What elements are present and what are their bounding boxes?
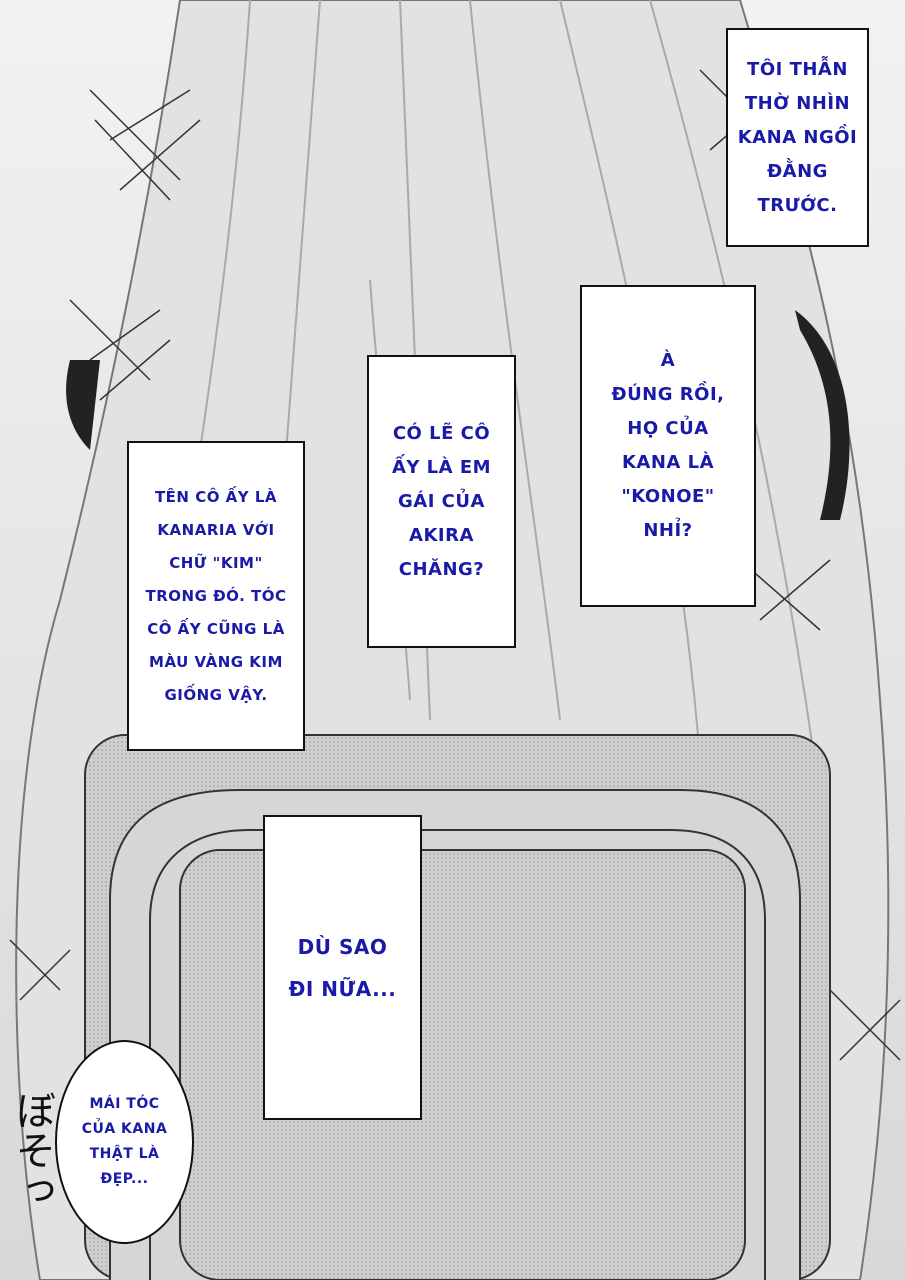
caption-box-5: DÙ SAO ĐI NỮA... bbox=[263, 815, 422, 1120]
caption-line: "KONOE" bbox=[621, 486, 715, 507]
caption-line: CÓ LẼ CÔ bbox=[392, 422, 491, 444]
caption-text: TÔI THẪN THỜ NHÌN KANA NGỒI ĐẰNG TRƯỚC. bbox=[738, 53, 857, 223]
caption-line: GÁI CỦA bbox=[398, 490, 485, 512]
caption-line: CHĂNG? bbox=[398, 558, 485, 580]
chair bbox=[84, 734, 831, 1280]
caption-line: ĐẰNG bbox=[767, 160, 828, 182]
caption-line: KANA LÀ bbox=[621, 452, 715, 473]
caption-text: CÓ LẼ CÔ ẤY LÀ EM GÁI CỦA AKIRA CHĂNG? bbox=[392, 417, 491, 587]
caption-line: À bbox=[660, 350, 676, 371]
bubble-line: THẬT LÀ bbox=[89, 1146, 160, 1162]
bubble-line: MÁI TÓC bbox=[89, 1096, 160, 1112]
caption-line: MÀU VÀNG KIM bbox=[149, 652, 283, 671]
caption-line: KANA NGỒI bbox=[737, 126, 858, 148]
caption-line: TRONG ĐÓ. TÓC bbox=[145, 586, 287, 605]
caption-text: DÙ SAO ĐI NỮA... bbox=[289, 926, 397, 1010]
caption-line: TÔI THẪN bbox=[747, 58, 848, 80]
caption-line: DÙ SAO bbox=[297, 934, 388, 959]
caption-line: KANARIA VỚI bbox=[157, 520, 275, 539]
speech-bubble: MÁI TÓC CỦA KANA THẬT LÀ ĐẸP... bbox=[55, 1040, 194, 1244]
caption-line: HỌ CỦA bbox=[627, 418, 709, 439]
caption-box-2: À ĐÚNG RỒI, HỌ CỦA KANA LÀ "KONOE" NHỈ? bbox=[580, 285, 756, 607]
bubble-line: ĐẸP... bbox=[100, 1171, 149, 1187]
caption-line: TÊN CÔ ẤY LÀ bbox=[154, 487, 278, 506]
caption-line: NHỈ? bbox=[643, 520, 693, 541]
caption-line: CÔ ẤY CŨNG LÀ bbox=[147, 619, 285, 638]
caption-line: GIỐNG VẬY. bbox=[164, 685, 268, 704]
sound-effect: ぼそっ bbox=[9, 1090, 55, 1210]
caption-line: THỜ NHÌN bbox=[744, 92, 851, 114]
caption-text: TÊN CÔ ẤY LÀ KANARIA VỚI CHỮ "KIM" TRONG… bbox=[145, 481, 286, 712]
bubble-line: CỦA KANA bbox=[81, 1121, 168, 1137]
caption-line: CHỮ "KIM" bbox=[169, 553, 263, 572]
caption-box-1: TÔI THẪN THỜ NHÌN KANA NGỒI ĐẰNG TRƯỚC. bbox=[726, 28, 869, 247]
caption-line: ĐÚNG RỒI, bbox=[611, 384, 725, 405]
caption-line: AKIRA bbox=[409, 524, 474, 546]
caption-line: ĐI NỮA... bbox=[288, 976, 397, 1001]
caption-line: TRƯỚC. bbox=[757, 194, 838, 216]
caption-box-4: TÊN CÔ ẤY LÀ KANARIA VỚI CHỮ "KIM" TRONG… bbox=[127, 441, 305, 751]
caption-line: ẤY LÀ EM bbox=[391, 456, 492, 478]
bubble-text: MÁI TÓC CỦA KANA THẬT LÀ ĐẸP... bbox=[82, 1092, 168, 1192]
caption-text: À ĐÚNG RỒI, HỌ CỦA KANA LÀ "KONOE" NHỈ? bbox=[611, 344, 724, 548]
caption-box-3: CÓ LẼ CÔ ẤY LÀ EM GÁI CỦA AKIRA CHĂNG? bbox=[367, 355, 516, 648]
